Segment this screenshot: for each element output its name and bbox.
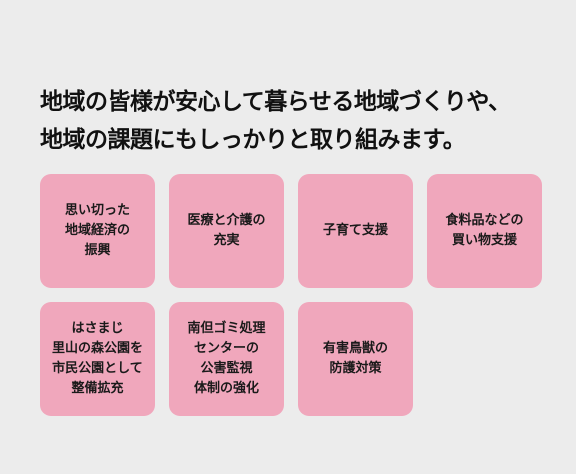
headline: 地域の皆様が安心して暮らせる地域づくりや、 地域の課題にもしっかりと取り組みます…	[40, 83, 570, 159]
policy-card-park: はさまじ 里山の森公園を 市民公園として 整備拡充	[40, 302, 155, 416]
policy-card-economy: 思い切った 地域経済の 振興	[40, 174, 155, 288]
policy-card-waste-center: 南但ゴミ処理 センターの 公害監視 体制の強化	[169, 302, 284, 416]
policy-card-shopping-support: 食料品などの 買い物支援	[427, 174, 542, 288]
policy-card-medical-care: 医療と介護の 充実	[169, 174, 284, 288]
policy-card-childcare: 子育て支援	[298, 174, 413, 288]
headline-line-1: 地域の皆様が安心して暮らせる地域づくりや、	[40, 88, 511, 115]
policy-grid: 思い切った 地域経済の 振興 医療と介護の 充実 子育て支援 食料品などの 買い…	[40, 174, 542, 416]
policy-card-wildlife: 有害鳥獣の 防護対策	[298, 302, 413, 416]
headline-line-2: 地域の課題にもしっかりと取り組みます。	[40, 126, 466, 153]
